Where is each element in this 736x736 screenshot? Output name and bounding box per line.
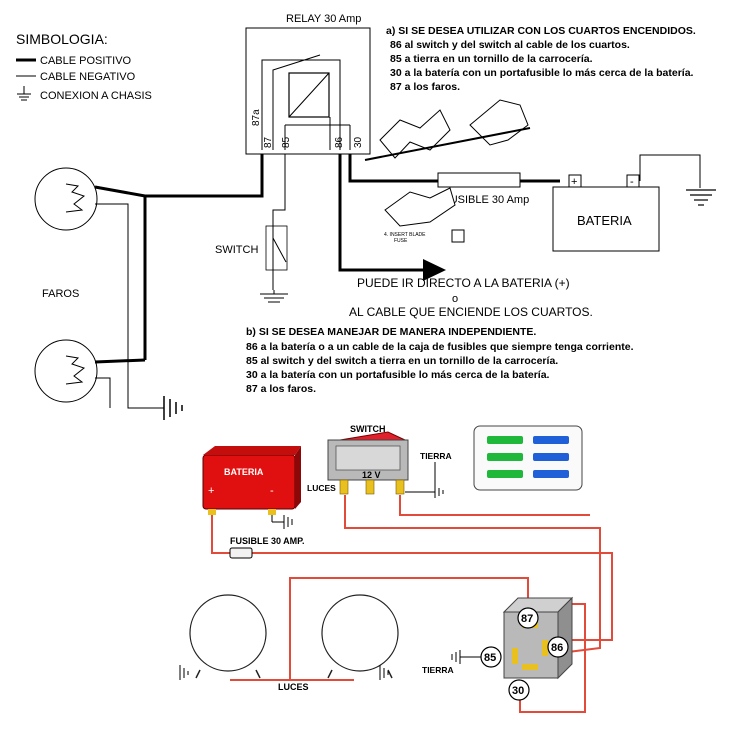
red-battery-label: BATERIA: [224, 467, 264, 477]
badge-87: 87: [521, 613, 533, 625]
section-a-line-1: 86 al switch y del switch al cable de lo…: [390, 39, 630, 51]
battery-plus-terminal: [568, 174, 582, 188]
section-b-line-4: 87 a los faros.: [246, 383, 316, 395]
battery-minus-terminal: [626, 174, 640, 188]
ground-battery-bottom-icon: [271, 515, 293, 529]
direct-line-1: PUEDE IR DIRECTO A LA BATERIA (+): [357, 276, 570, 290]
relay-pin-30: 30: [353, 136, 364, 148]
section-b-line-3: 30 a la batería con un portafusible lo m…: [246, 369, 550, 381]
legend-negative: CABLE NEGATIVO: [40, 71, 136, 83]
ground-battery-icon: [686, 189, 716, 206]
tierra-top-label: TIERRA: [420, 451, 452, 461]
section-b: b) SI SE DESEA MANEJAR DE MANERA INDEPEN…: [246, 326, 634, 395]
lamp-left: [189, 594, 267, 679]
switch-bottom-label: SWITCH: [350, 424, 386, 434]
insert-blade-label: 4. INSERT BLADE: [384, 232, 426, 238]
luces-top-label: LUCES: [307, 483, 336, 493]
tierra-relay-label: TIERRA: [422, 665, 454, 675]
headlight-top-schematic: [34, 167, 98, 231]
luces-bottom-label: LUCES: [278, 682, 309, 692]
ground-switch-icon: [260, 290, 288, 303]
section-a: a) SI SE DESEA UTILIZAR CON LOS CUARTOS …: [386, 25, 696, 93]
lamp-right: [321, 594, 399, 679]
relay-pin-85: 85: [281, 136, 292, 148]
led-panel: [473, 425, 583, 491]
section-b-line-1: 86 a la batería o a un cable de la caja …: [246, 341, 634, 353]
section-a-line-4: 87 a los faros.: [390, 81, 460, 93]
relay-box: [245, 27, 371, 155]
relay-pin-86: 86: [334, 136, 345, 148]
red-battery: [202, 446, 301, 515]
badge-86: 86: [551, 642, 563, 654]
switch-12v-label: 12 V: [362, 470, 381, 480]
negative-wires: [95, 154, 701, 409]
legend: SIMBOLOGIA: CABLE POSITIVO CABLE NEGATIV…: [16, 31, 152, 102]
faros-label: FAROS: [42, 288, 79, 300]
section-a-line-2: 85 a tierra en un tornillo de la carroce…: [390, 53, 593, 65]
relay-coil: [288, 72, 330, 118]
direct-line-3: AL CABLE QUE ENCIENDE LOS CUARTOS.: [349, 305, 593, 319]
ground-relay-icon: [451, 650, 481, 664]
relay-pin-labels: 87a 87 85 86 30: [251, 109, 364, 148]
legend-ground: CONEXION A CHASIS: [40, 90, 152, 102]
section-a-title: a) SI SE DESEA UTILIZAR CON LOS CUARTOS …: [386, 25, 696, 37]
relay-pin-87a: 87a: [251, 109, 262, 126]
relay-title: RELAY 30 Amp: [286, 13, 361, 25]
legend-positive: CABLE POSITIVO: [40, 55, 132, 67]
ground-faros-icon: [163, 396, 183, 420]
relay-pin-badges: 87 86 85 30: [480, 607, 569, 701]
fusible-label: FUSIBLE 30 Amp: [443, 194, 529, 206]
rocker-switch: [327, 431, 409, 495]
section-b-line-2: 85 al switch y del switch a tierra en un…: [246, 355, 558, 367]
direct-line-2: o: [452, 293, 458, 305]
fusible-bottom-label: FUSIBLE 30 AMP.: [230, 536, 305, 546]
section-b-title: b) SI SE DESEA MANEJAR DE MANERA INDEPEN…: [246, 326, 536, 338]
bateria-label: BATERIA: [577, 213, 632, 228]
red-battery-minus: -: [270, 485, 274, 497]
section-a-line-3: 30 a la batería con un portafusible lo m…: [390, 67, 694, 79]
relay-cube: [502, 596, 574, 680]
schematic-top: [245, 27, 371, 155]
fuse-bottom: [229, 547, 253, 559]
ground-switch-bottom-icon: [405, 486, 444, 498]
relay-pin-87: 87: [263, 136, 274, 148]
legend-title: SIMBOLOGIA:: [16, 31, 108, 47]
arrow-direct-icon: [423, 259, 446, 281]
red-battery-plus: +: [208, 485, 214, 497]
headlight-bottom-schematic: [34, 339, 98, 403]
switch-schematic: [265, 225, 288, 290]
switch-label: SWITCH: [215, 244, 258, 256]
battery-plus-icon: +: [571, 176, 577, 188]
badge-30: 30: [512, 685, 524, 697]
battery-minus-icon: -: [630, 176, 634, 188]
insert-blade-label-2: FUSE: [394, 238, 408, 244]
badge-85: 85: [484, 652, 496, 664]
fuse-symbol: [437, 172, 521, 188]
ground-lamp-icon: [179, 665, 389, 680]
battery-box: [552, 186, 660, 252]
fuse-holder-illustration: [364, 99, 531, 243]
ground-symbol-icon: [17, 86, 31, 101]
